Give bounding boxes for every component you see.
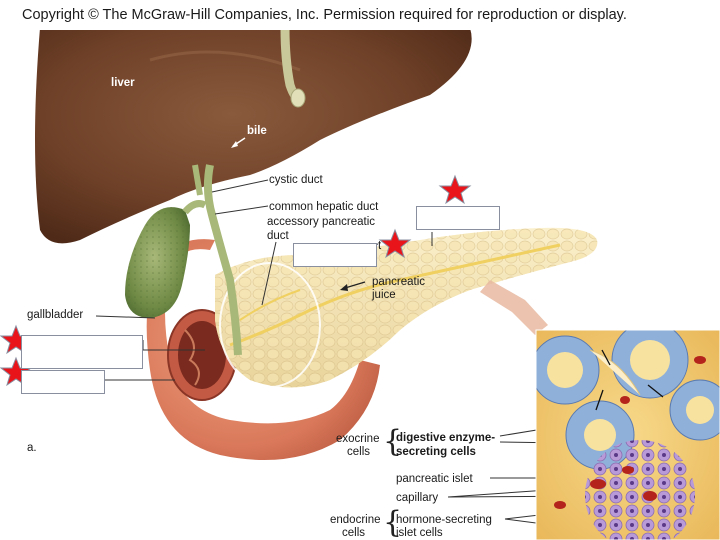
copyright-text: Copyright © The McGraw-Hill Companies, I… — [22, 7, 627, 23]
label-pancreatic-juice-line2: juice — [372, 289, 396, 301]
inset-pointer — [480, 280, 548, 335]
label-exocrine-cells-line2: cells — [347, 446, 371, 458]
label-capillary: capillary — [396, 492, 439, 504]
label-bile: bile — [247, 125, 267, 137]
label-pancreatic-islet: pancreatic islet — [396, 473, 473, 485]
label-common-hepatic-duct: common hepatic duct — [269, 201, 379, 213]
label-pancreatic-juice-line1: pancreatic — [372, 276, 426, 288]
common-hepatic-duct-shape — [203, 164, 242, 356]
blank-label-box-duodenum[interactable] — [21, 370, 105, 394]
copyright-bar: Copyright © The McGraw-Hill Companies, I… — [0, 0, 720, 30]
pancreatic-duct — [229, 243, 561, 347]
star-markers — [0, 174, 472, 387]
blank-label-box-pancreatic-duct[interactable] — [293, 243, 377, 267]
label-endocrine-cells-line1: endocrine — [330, 514, 381, 526]
label-hormone-secreting-line2: islet cells — [396, 527, 443, 539]
label-digestive-enzyme-line2: secreting cells — [396, 446, 476, 458]
label-liver: liver — [111, 77, 135, 89]
label-exocrine-cells-line1: exocrine — [336, 433, 380, 445]
brace-exocrine: { — [383, 424, 403, 459]
cystic-duct-shape — [182, 200, 207, 215]
star-icon — [378, 228, 412, 259]
label-accessory-pancreatic-duct-line2: duct — [267, 230, 289, 242]
acinar-inset — [536, 330, 720, 540]
label-panel-a: a. — [27, 442, 37, 454]
label-hormone-secreting-line1: hormone-secreting — [396, 514, 492, 526]
liver-shape — [35, 28, 472, 244]
label-endocrine-cells-line2: cells — [342, 527, 366, 539]
label-digestive-enzyme-line1: digestive enzyme- — [396, 432, 496, 444]
label-cystic-duct: cystic duct — [269, 174, 323, 186]
brace-endocrine: { — [383, 505, 403, 540]
blank-label-box-pancreas-tail[interactable] — [416, 206, 500, 230]
star-icon — [438, 174, 472, 205]
blank-label-box-common-bile-duct[interactable] — [21, 335, 143, 369]
label-fragment-t: t — [378, 240, 382, 252]
label-accessory-pancreatic-duct-line1: accessory pancreatic — [267, 216, 376, 228]
label-gallbladder: gallbladder — [27, 309, 84, 321]
